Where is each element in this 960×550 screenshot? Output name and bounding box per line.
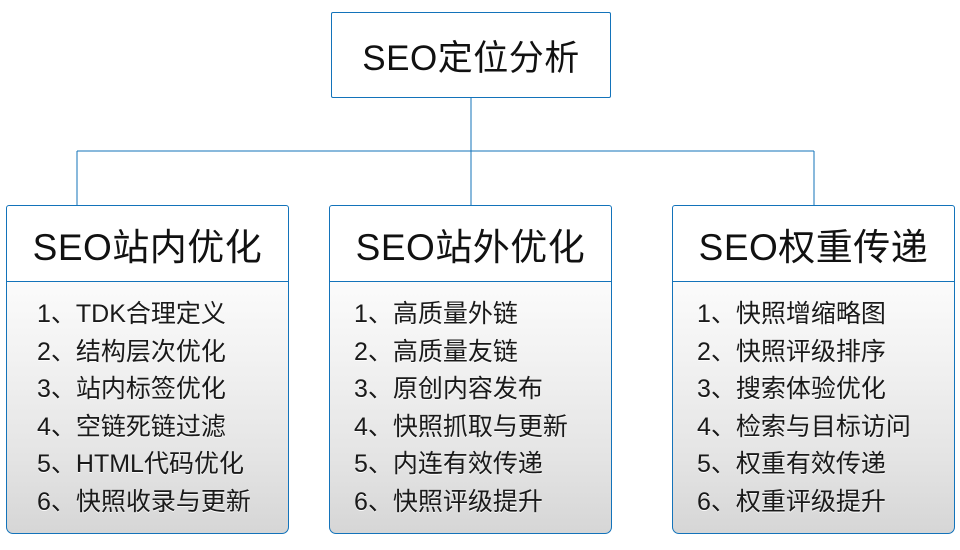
list-item: 6、快照收录与更新	[37, 487, 251, 516]
list-item: 3、站内标签优化	[37, 375, 226, 403]
branch-title-2: SEO权重传递	[698, 226, 929, 268]
branch-body-1: 1、高质量外链 2、高质量友链 3、原创内容发布 4、快照抓取与更新 5、内连有…	[329, 282, 612, 534]
branch-body-0: 1、TDK合理定义 2、结构层次优化 3、站内标签优化 4、空链死链过滤 5、H…	[6, 282, 289, 534]
branch-title-0: SEO站内优化	[32, 226, 263, 268]
root-node-label: SEO定位分析	[362, 38, 580, 78]
list-item: 3、原创内容发布	[354, 375, 543, 403]
branch-column-seo-onsite[interactable]: SEO站内优化 1、TDK合理定义 2、结构层次优化 3、站内标签优化 4、空链…	[6, 205, 289, 534]
list-item: 1、TDK合理定义	[37, 300, 226, 328]
branch-header-0[interactable]: SEO站内优化	[6, 205, 289, 282]
list-item: 4、检索与目标访问	[697, 412, 911, 441]
list-item: 5、HTML代码优化	[37, 450, 244, 478]
branch-header-1[interactable]: SEO站外优化	[329, 205, 612, 282]
list-item: 6、快照评级提升	[354, 487, 543, 516]
branch-header-2[interactable]: SEO权重传递	[672, 205, 955, 282]
list-item: 3、搜索体验优化	[697, 375, 886, 403]
root-node[interactable]: SEO定位分析	[331, 12, 611, 98]
list-item: 6、权重评级提升	[697, 487, 886, 516]
list-item: 4、空链死链过滤	[37, 412, 226, 441]
list-item: 1、高质量外链	[354, 300, 518, 328]
list-item: 5、权重有效传递	[697, 450, 886, 478]
list-item: 2、结构层次优化	[37, 337, 226, 366]
branch-title-1: SEO站外优化	[355, 226, 586, 268]
branch-body-2: 1、快照增缩略图 2、快照评级排序 3、搜索体验优化 4、检索与目标访问 5、权…	[672, 282, 955, 534]
branch-column-seo-weight[interactable]: SEO权重传递 1、快照增缩略图 2、快照评级排序 3、搜索体验优化 4、检索与…	[672, 205, 955, 534]
list-item: 1、快照增缩略图	[697, 300, 886, 328]
branch-column-seo-offsite[interactable]: SEO站外优化 1、高质量外链 2、高质量友链 3、原创内容发布 4、快照抓取与…	[329, 205, 612, 534]
list-item: 2、快照评级排序	[697, 337, 886, 366]
list-item: 4、快照抓取与更新	[354, 412, 568, 441]
list-item: 5、内连有效传递	[354, 450, 543, 478]
list-item: 2、高质量友链	[354, 337, 518, 366]
